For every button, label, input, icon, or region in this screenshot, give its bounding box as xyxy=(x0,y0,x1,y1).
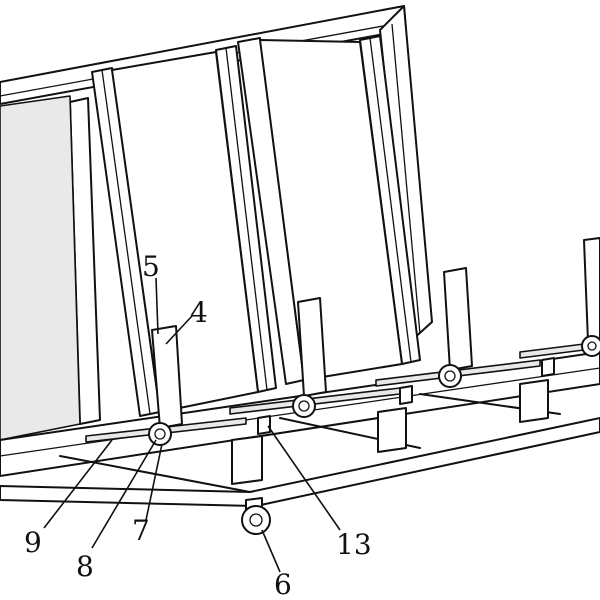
label-9: 9 xyxy=(24,526,42,559)
upright-blocks xyxy=(151,237,600,429)
back-panels xyxy=(0,39,600,441)
label-13: 13 xyxy=(336,528,372,561)
rack-posts xyxy=(69,35,421,425)
callout-labels: 5 4 9 8 7 13 6 xyxy=(24,250,372,600)
label-8: 8 xyxy=(76,550,94,583)
label-4: 4 xyxy=(190,296,208,329)
brackets xyxy=(257,357,555,435)
label-7: 7 xyxy=(132,514,150,547)
label-5: 5 xyxy=(142,250,160,283)
label-6: 6 xyxy=(274,568,292,600)
caster-wheel xyxy=(241,497,271,535)
leader-lines xyxy=(43,277,341,573)
rollers xyxy=(148,335,600,446)
